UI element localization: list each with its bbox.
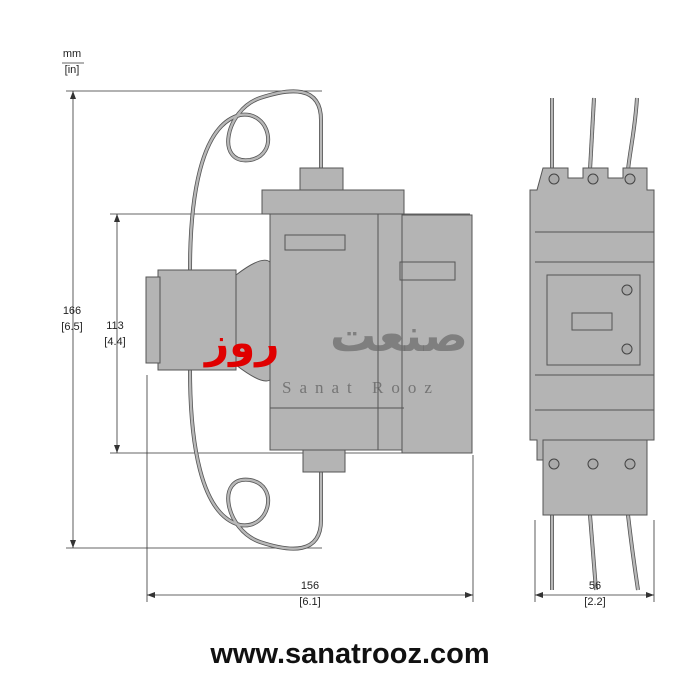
dim-113-in: [4.4] [104,336,126,348]
watermark-red: روز [205,318,280,367]
arrowheads [70,91,654,598]
watermark-gray: صنعت [330,308,468,362]
watermark-latin: Sanat Rooz [282,378,440,397]
dim-166-in: [6.5] [61,321,83,333]
unit-in: [in] [64,64,80,76]
unit-mm: mm [62,48,82,60]
dim-156-in: [6.1] [299,596,321,608]
front-body [529,167,655,516]
side-view [145,89,473,551]
dim-56-in: [2.2] [584,596,606,608]
dim-166-mm: 166 [62,305,82,317]
dim-113-mm: 113 [106,320,124,332]
dim-56-mm: 56 [588,580,602,592]
website-url: www.sanatrooz.com [210,638,490,670]
dim-156-mm: 156 [300,580,320,592]
front-view [529,97,655,591]
side-body [145,167,473,473]
terminal-screws [548,173,636,470]
